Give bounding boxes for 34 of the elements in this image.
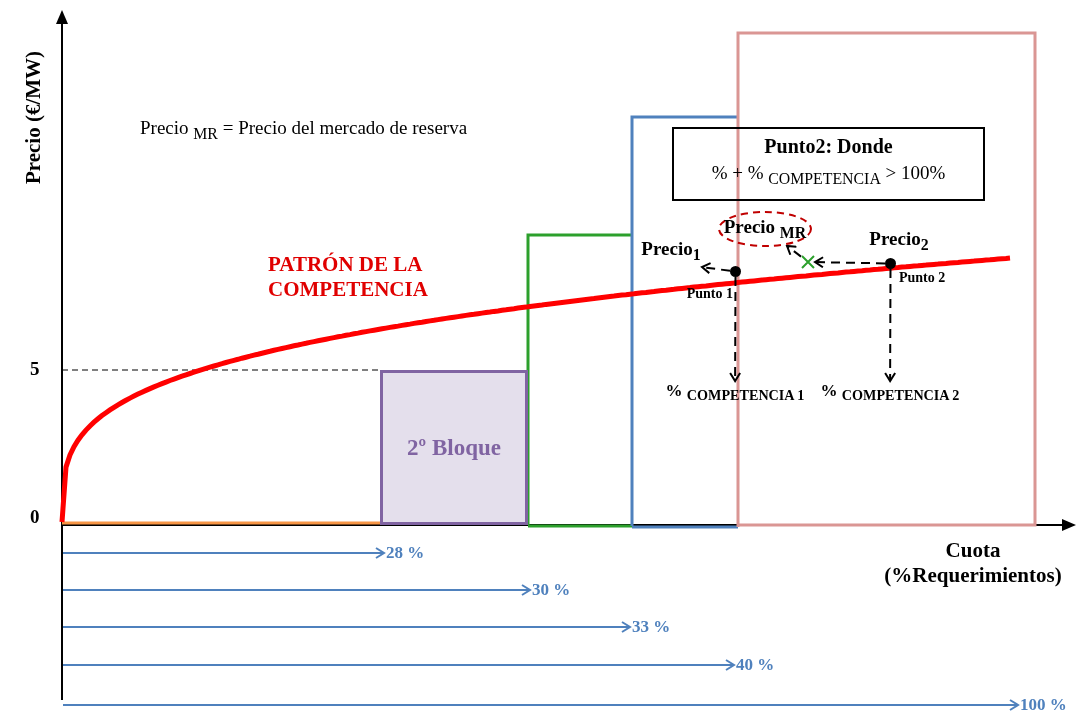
arrow	[884, 268, 897, 382]
arrow	[701, 262, 731, 275]
price-label: Precio $_{MR}$	[722, 216, 808, 242]
formula-note: Precio $_{MR}$ = Precio del mercado de reserva	[140, 117, 468, 143]
arrow	[62, 699, 1019, 711]
arrow	[786, 244, 802, 258]
percentage-label: 33 %	[632, 615, 692, 639]
price-label: Precio$_{2}$	[862, 228, 936, 256]
arrow	[62, 659, 735, 671]
curve-label: PATRÓN DE LA COMPETENCIA	[268, 252, 429, 302]
percentage-label: 28 %	[386, 541, 446, 565]
percentage-label: % $_{COMPETENCIA 2}$	[815, 381, 965, 409]
note-box	[672, 127, 985, 201]
percentage-label: 100 %	[1020, 693, 1080, 711]
percentage-label: 40 %	[736, 653, 796, 677]
price-ellipse	[717, 210, 813, 248]
arrow	[729, 276, 742, 382]
axis-title: Precio (€/MW)	[20, 49, 46, 187]
tick-label: 5	[30, 358, 40, 380]
percentage-label: % $_{COMPETENCIA 1}$	[660, 381, 810, 409]
note-title: Punto2: Donde	[763, 135, 894, 158]
block-area: 2º Bloque	[380, 370, 528, 525]
point-label: Punto 2	[899, 270, 946, 286]
percentage-label: 30 %	[532, 578, 592, 602]
price-label: Precio$_{1}$	[640, 238, 702, 288]
point-label: Punto 1	[686, 286, 733, 302]
axis-title: Cuota (%Requerimientos)	[883, 538, 1063, 588]
tick-label: 0	[30, 506, 40, 528]
arrow	[62, 547, 385, 559]
arrow	[62, 621, 631, 633]
condition-text: % + % $_{COMPETENCIA}$ > 100%	[710, 162, 947, 188]
cross-mark	[801, 255, 815, 269]
arrow	[62, 584, 531, 596]
arrow	[814, 256, 886, 269]
